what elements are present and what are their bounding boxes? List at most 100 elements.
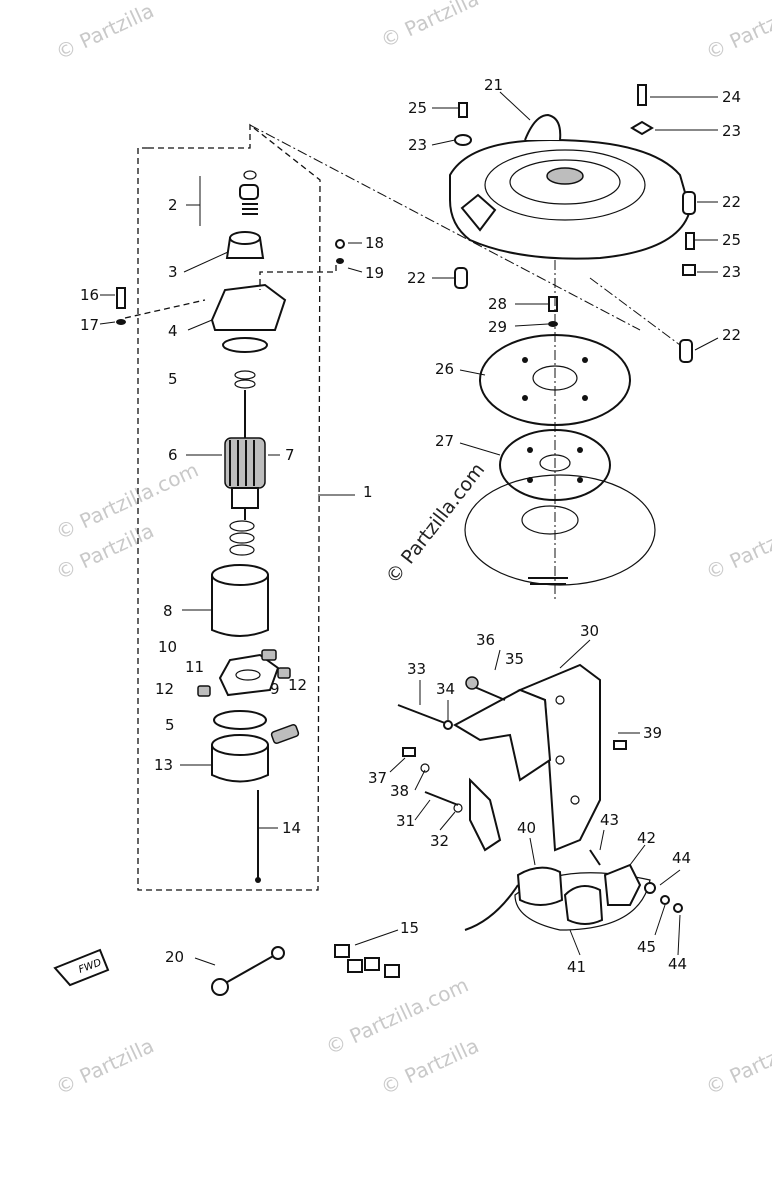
part-9-center (235, 669, 261, 681)
callout-3: 3 (168, 263, 178, 281)
part-27-hole (577, 477, 583, 483)
callout-15: 15 (400, 919, 419, 937)
part-26-hole (582, 395, 588, 401)
leader (459, 442, 501, 456)
leader (677, 914, 681, 956)
watermark-text: © Partzilla (702, 518, 772, 584)
part-33-bolt (397, 704, 451, 726)
callout-25: 25 (722, 231, 741, 249)
callout-27: 27 (435, 432, 454, 450)
part-15-clip (384, 964, 400, 978)
callout-13: 13 (154, 756, 173, 774)
part-22-grommet (682, 191, 696, 215)
part-washer (229, 544, 255, 556)
part-11-brush (261, 649, 277, 661)
part-22-grommet (454, 267, 468, 289)
leader (99, 321, 116, 325)
part-42-coil (603, 863, 642, 906)
part-40-wire (464, 884, 519, 931)
watermark-text: © Partzilla (52, 0, 158, 65)
part-5-washer (234, 379, 256, 389)
bracket-hole (555, 755, 565, 765)
leader (183, 251, 229, 273)
part-21-flywheel-cover (449, 138, 692, 260)
leader (459, 369, 486, 376)
callout-37: 37 (368, 769, 387, 787)
leader (187, 319, 213, 331)
callout-4: 4 (168, 322, 178, 340)
part-20-knob (271, 946, 285, 960)
callout-22: 22 (722, 193, 741, 211)
part-3-pinion-top (229, 231, 261, 245)
part-43-screw (589, 849, 601, 866)
leader (414, 799, 431, 821)
callout-12: 12 (155, 680, 174, 698)
callout-16: 16 (80, 286, 99, 304)
watermark-text: © Partzilla (377, 0, 483, 53)
part-40-coil (516, 866, 564, 906)
callout-25: 25 (408, 99, 427, 117)
part-21-cover-ring (509, 159, 621, 205)
callout-9: 9 (270, 680, 280, 698)
misc-parts: FWD (53, 929, 400, 996)
part-31-bolt (424, 791, 459, 806)
part-37-screw (402, 747, 416, 757)
callout-22: 22 (407, 269, 426, 287)
callout-23: 23 (408, 136, 427, 154)
leader (514, 323, 549, 327)
leader (354, 929, 399, 946)
part-2-collar (239, 184, 259, 200)
part-8-yoke-top (211, 564, 269, 586)
leader (629, 844, 646, 866)
bracket-hole (555, 695, 565, 705)
part-30-bracket-arm (452, 688, 552, 782)
fwd-arrow (53, 948, 110, 987)
part-16-bolt (116, 287, 126, 309)
leader (186, 176, 201, 226)
part-14-bolt-head (255, 877, 261, 883)
center-watermark: © Partzilla.com (382, 459, 490, 588)
part-23-washer (630, 120, 654, 136)
part-8-yoke (211, 575, 269, 637)
callout-19: 19 (365, 264, 384, 282)
callout-36: 36 (476, 631, 495, 649)
part-36-grommet (465, 676, 479, 690)
leader-lines-bottom-right (389, 639, 681, 956)
starter-group-outline (137, 123, 321, 891)
callout-23: 23 (722, 263, 741, 281)
guide-line (259, 265, 337, 290)
leader (569, 929, 581, 956)
callout-14: 14 (282, 819, 301, 837)
callout-8: 8 (163, 602, 173, 620)
part-44-nut (644, 882, 656, 894)
callout-23: 23 (722, 122, 741, 140)
callout-22: 22 (722, 326, 741, 344)
part-4-bearing (222, 337, 268, 353)
leader (559, 639, 591, 669)
leader (529, 837, 536, 866)
callout-43: 43 (600, 811, 619, 829)
callout-28: 28 (488, 295, 507, 313)
leader (494, 649, 501, 671)
leader (439, 811, 456, 831)
part-41-coil (563, 885, 604, 925)
center-line (249, 124, 641, 331)
part-27-hole (527, 447, 533, 453)
part-22-grommet (679, 339, 693, 363)
part-2-spring (242, 203, 258, 215)
callout-33: 33 (407, 660, 426, 678)
part-21-cover-hump (524, 113, 562, 141)
part-washer (229, 532, 255, 544)
callout-45: 45 (637, 938, 656, 956)
callout-29: 29 (488, 318, 507, 336)
callout-24: 24 (722, 88, 741, 106)
part-19-washer (336, 258, 344, 264)
callout-42: 42 (637, 829, 656, 847)
leader (194, 957, 216, 966)
callout-35: 35 (505, 650, 524, 668)
guide-line (124, 299, 206, 319)
part-26-hole (522, 395, 528, 401)
part-45-washer (660, 895, 670, 905)
bracket-hole (570, 795, 580, 805)
